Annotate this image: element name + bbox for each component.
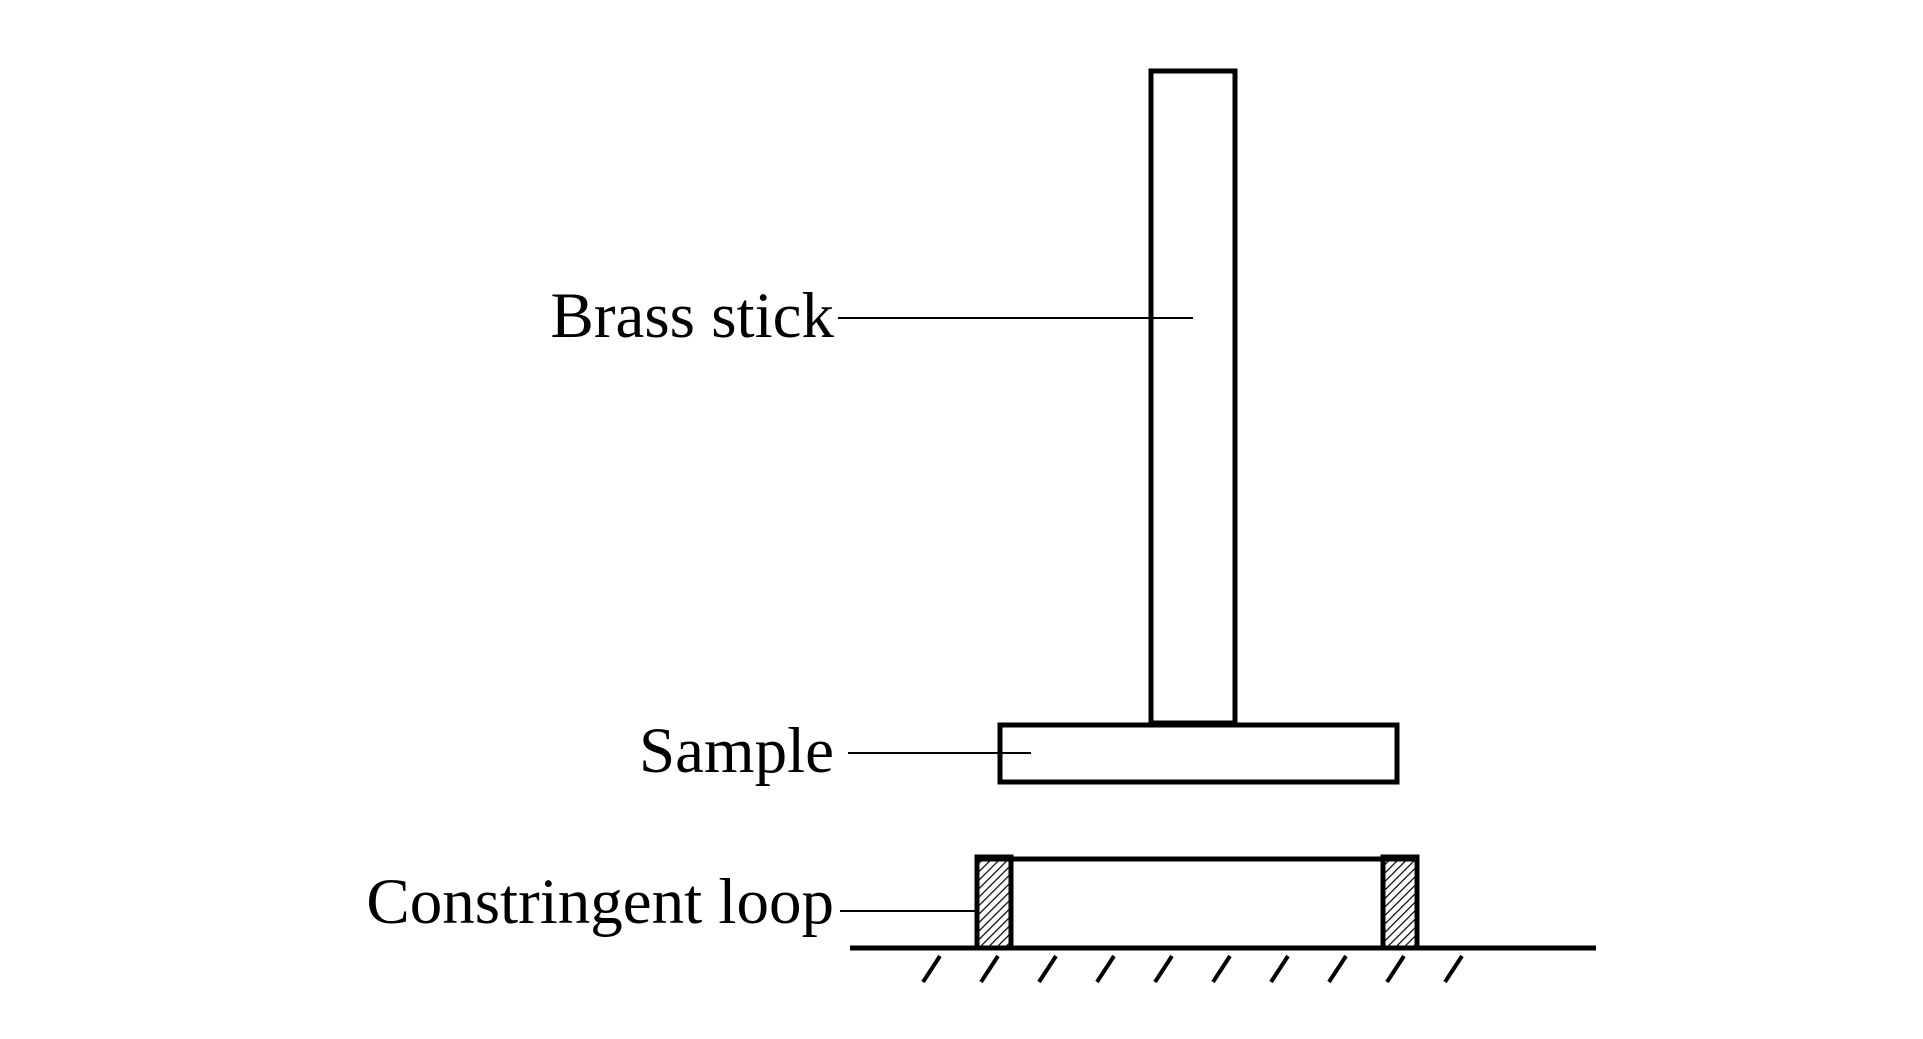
constringent-loop-label: Constringent loop [366, 866, 834, 938]
brass-stick-label: Brass stick [551, 280, 835, 352]
loop-right-wall [1380, 854, 1420, 951]
sample-label: Sample [639, 715, 834, 787]
ground [850, 945, 1596, 984]
loop-left-wall [974, 854, 1014, 951]
ground-hatch-marks [921, 954, 1464, 984]
brass-stick [1148, 68, 1238, 726]
sample-plate [997, 722, 1400, 785]
constringent-loop [974, 854, 1420, 951]
